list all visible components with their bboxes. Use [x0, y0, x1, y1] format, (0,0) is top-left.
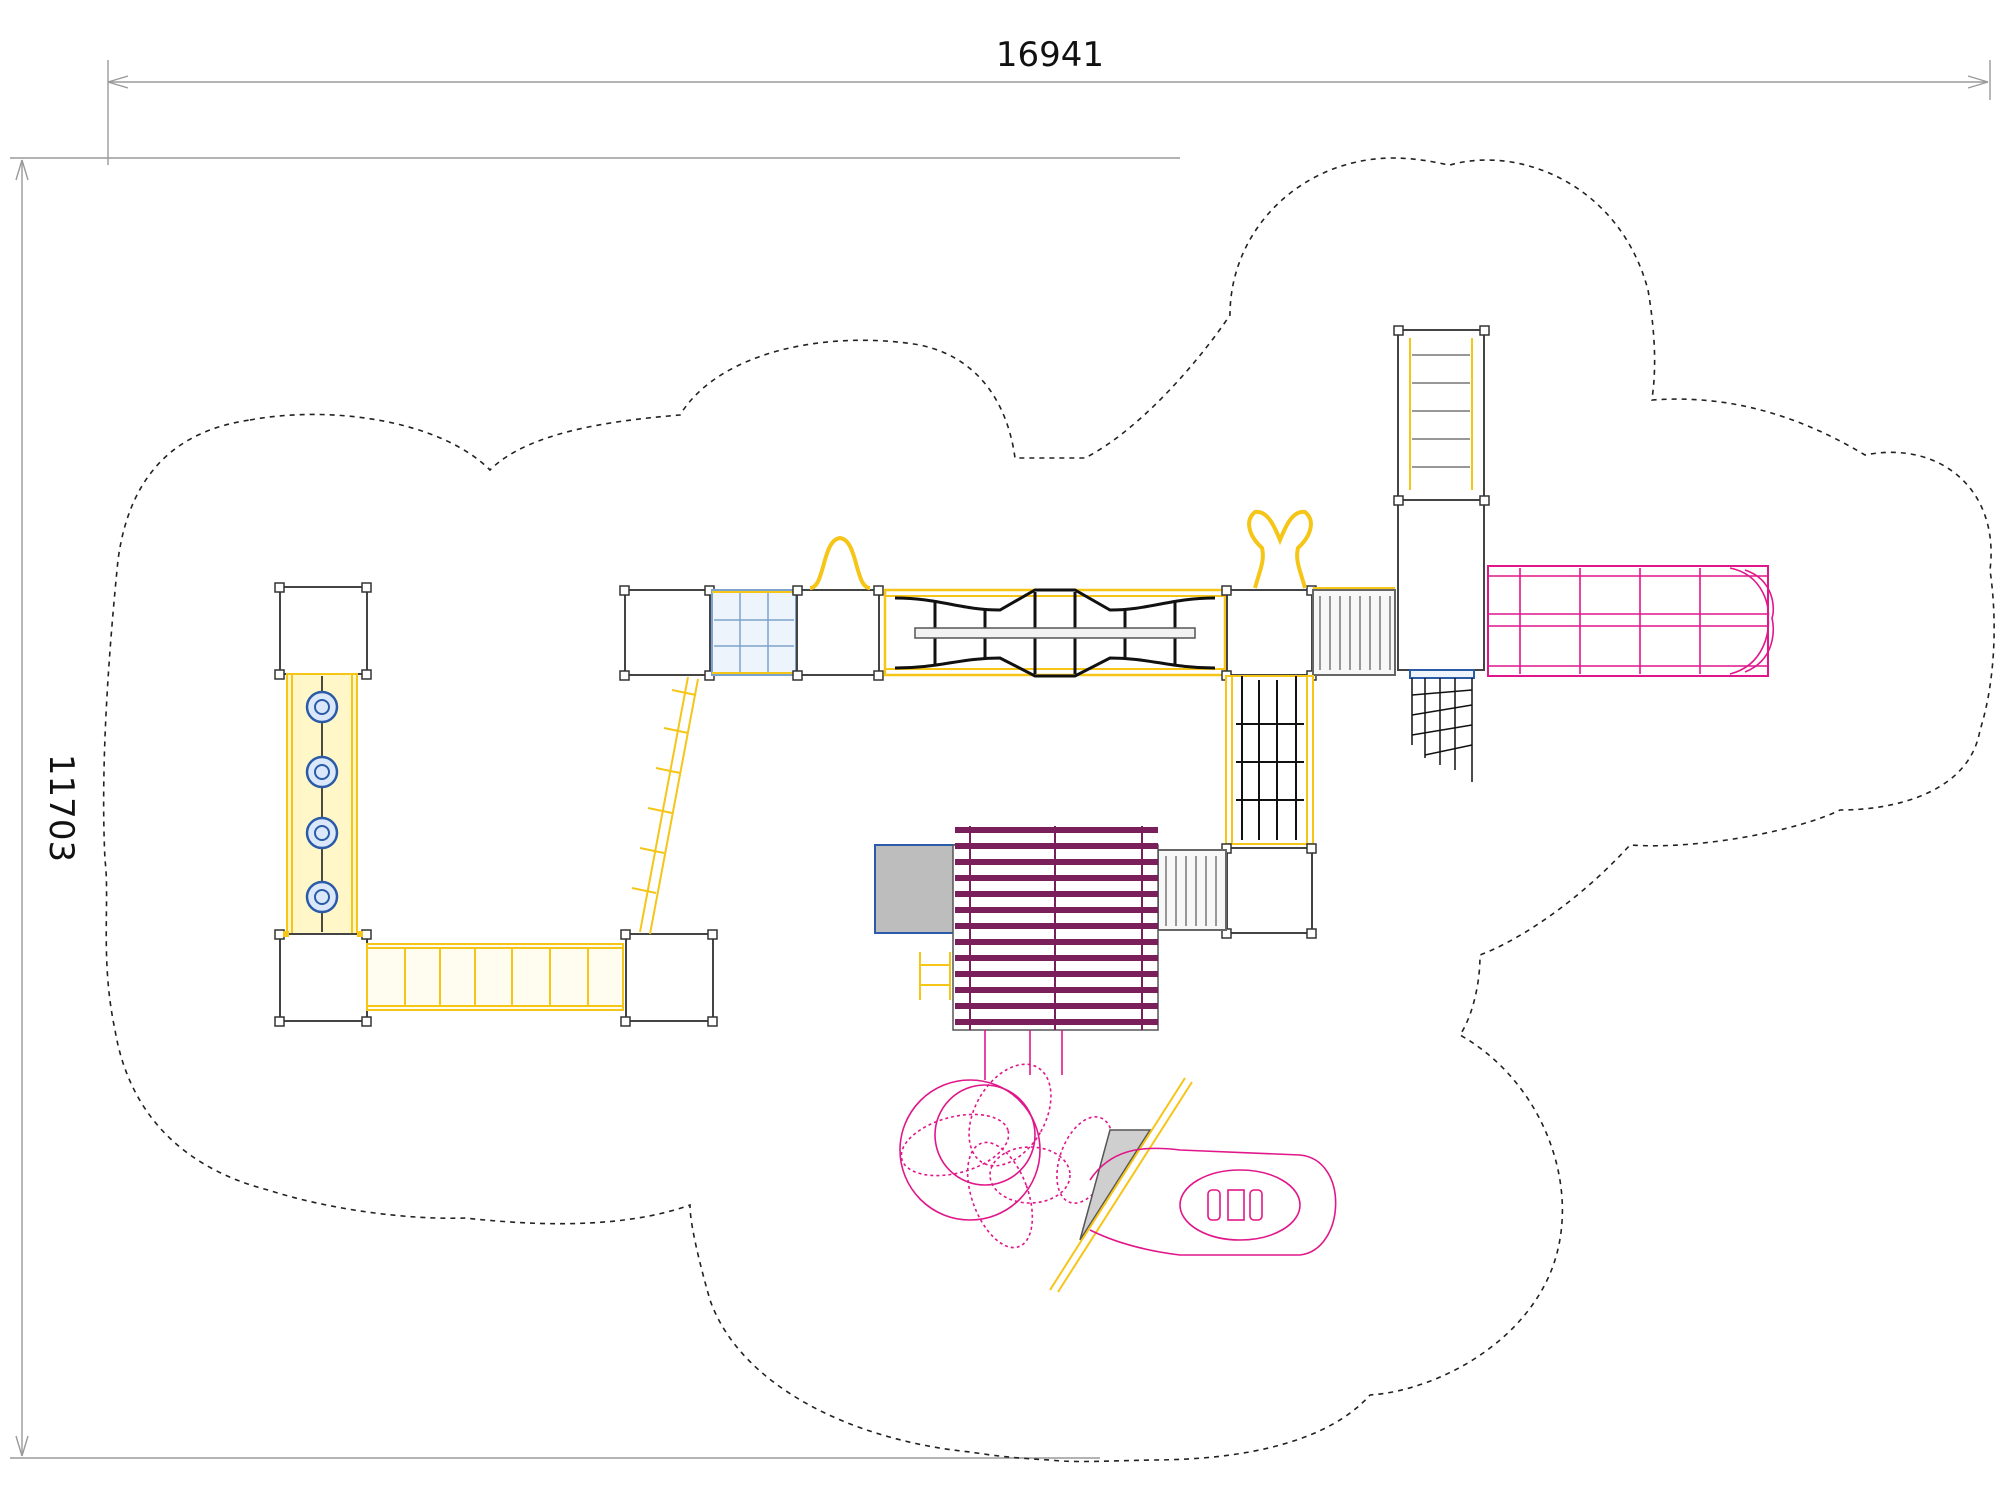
spiral-slide [899, 1030, 1337, 1293]
bow-ornament-icon [1247, 509, 1313, 589]
porthole-icon [305, 816, 339, 850]
safety-zone-outline [102, 157, 1995, 1463]
deck-tower-2 [1221, 509, 1317, 681]
porthole-icon [305, 880, 339, 914]
tube-slide-right [1487, 565, 1775, 677]
left-tower-top [274, 582, 372, 680]
lower-right-tower [1221, 843, 1317, 939]
step-panel [1312, 587, 1396, 676]
roofed-deck [874, 826, 1159, 1031]
top-left-tower [619, 585, 715, 681]
width-dimension: 16941 [107, 35, 1991, 165]
right-tall-tower [1393, 325, 1490, 679]
net-bridge [883, 588, 1227, 678]
middle-tower-bottom [620, 929, 718, 1027]
window-panel [711, 589, 797, 676]
horizontal-ladder [366, 943, 624, 1011]
height-label: 11703 [41, 754, 81, 862]
height-dimension: 11703 [10, 157, 1180, 1459]
left-tower-bottom [274, 929, 372, 1027]
diagonal-ladder [631, 676, 699, 935]
porthole-icon [305, 755, 339, 789]
net-climber [1225, 675, 1314, 845]
porthole-icon [305, 690, 339, 724]
deck-tower-1 [792, 535, 884, 681]
width-label: 16941 [996, 35, 1104, 75]
net-ladder-right [1411, 678, 1473, 782]
left-panel-bridge [286, 673, 358, 935]
step-panel-lower [1157, 849, 1227, 931]
